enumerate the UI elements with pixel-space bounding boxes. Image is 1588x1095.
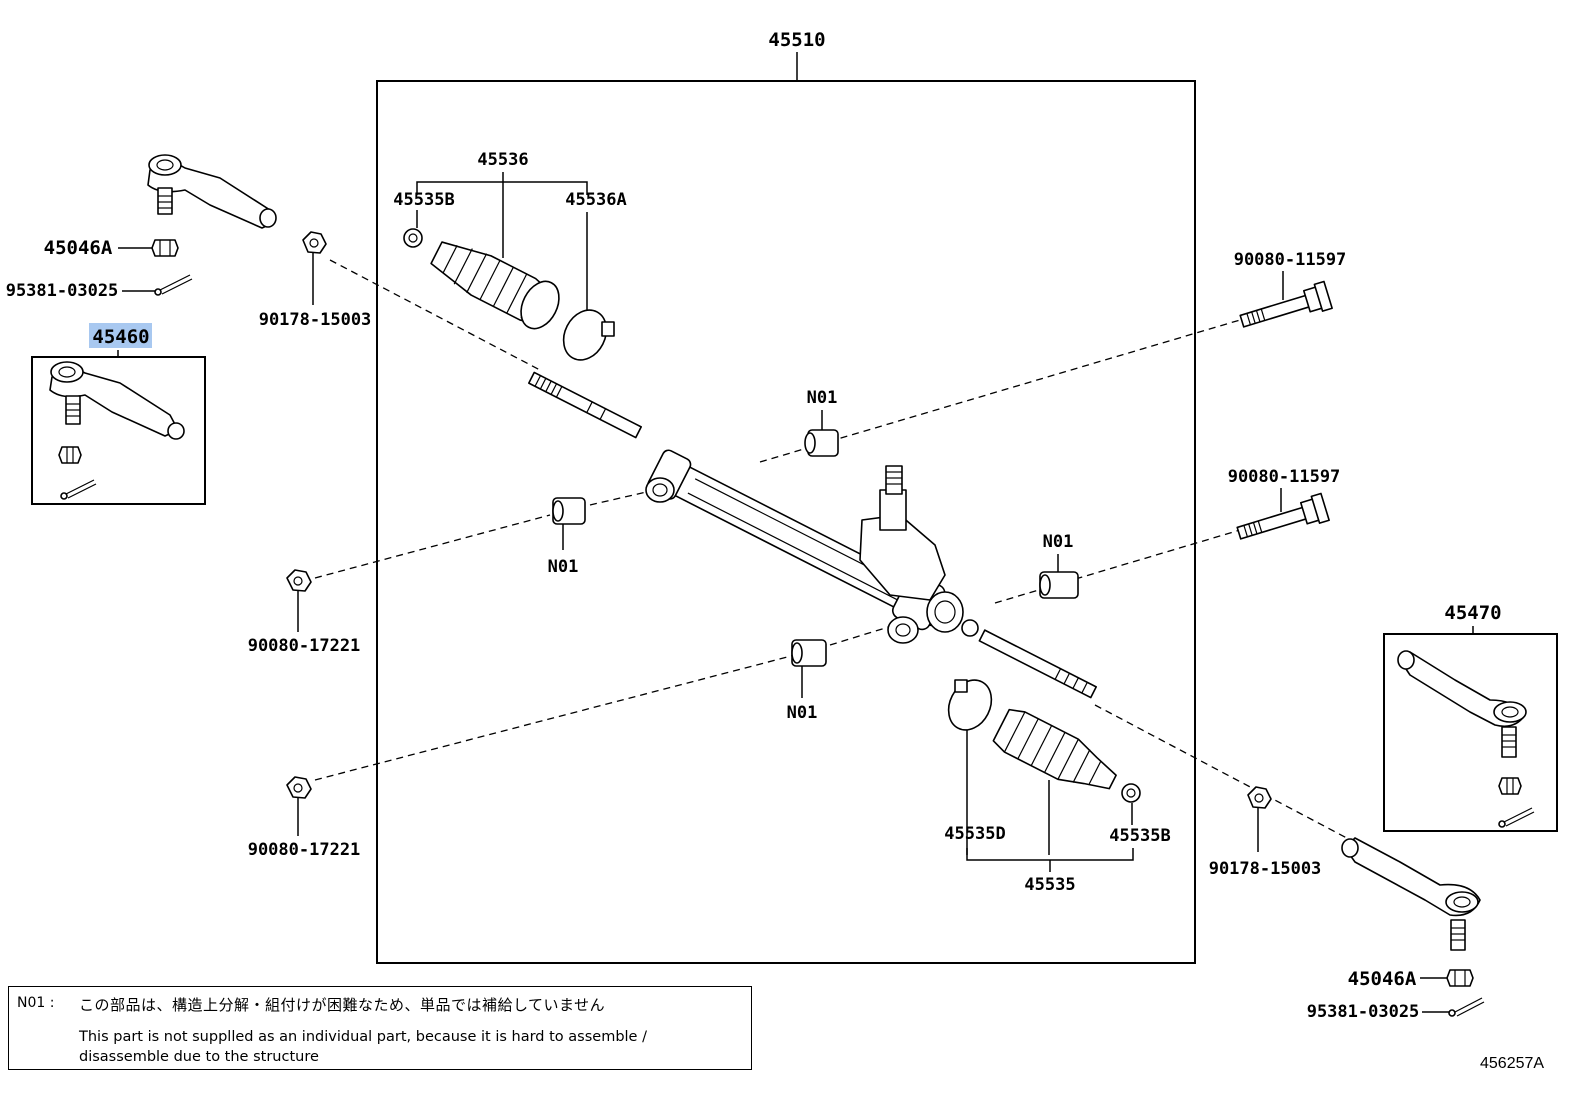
steering-rack-housing bbox=[528, 371, 1097, 699]
boot-set-top bbox=[430, 241, 560, 330]
cotter-pin-left bbox=[154, 274, 193, 296]
clamp-45535b-top bbox=[403, 228, 423, 248]
label-n01-bottom[interactable]: N01 bbox=[787, 703, 818, 723]
tie-rod-end-45470-box bbox=[1383, 633, 1558, 832]
note-japanese: この部品は、構造上分解・組付けが困難なため、単品では補給していません bbox=[79, 996, 606, 1014]
nut-90080-17221-mid bbox=[286, 569, 312, 592]
label-45536[interactable]: 45536 bbox=[477, 150, 528, 170]
label-90080-17221-mid[interactable]: 90080-17221 bbox=[248, 636, 361, 656]
clamp-45535d bbox=[947, 679, 993, 731]
align-line-bolt-mid bbox=[994, 529, 1241, 604]
label-95381-03025-left[interactable]: 95381-03025 bbox=[6, 281, 119, 301]
bolt-90080-11597-top bbox=[1239, 280, 1333, 328]
note-code: N01 : bbox=[17, 995, 55, 1011]
label-90178-15003-right[interactable]: 90178-15003 bbox=[1209, 859, 1322, 879]
align-line-left-tierod bbox=[329, 259, 541, 371]
align-line-nut-low bbox=[314, 654, 796, 781]
align-line-right-tierod bbox=[1094, 704, 1361, 846]
castle-nut-right bbox=[1446, 969, 1474, 987]
tie-rod-end-left-upper bbox=[147, 154, 277, 229]
castle-nut-left bbox=[151, 239, 179, 257]
tie-rod-end-45460 bbox=[49, 361, 185, 500]
tie-rod-end-45470 bbox=[1397, 650, 1535, 828]
label-45535d[interactable]: 45535D bbox=[944, 824, 1005, 844]
label-90080-17221-low[interactable]: 90080-17221 bbox=[248, 840, 361, 860]
bushing-n01-top bbox=[804, 429, 839, 457]
label-45046a-right[interactable]: 45046A bbox=[1348, 968, 1417, 990]
label-90178-15003-left[interactable]: 90178-15003 bbox=[259, 310, 372, 330]
label-n01-top[interactable]: N01 bbox=[807, 388, 838, 408]
bolt-90080-11597-mid bbox=[1236, 492, 1330, 540]
assembly-box bbox=[376, 80, 1196, 964]
tie-rod-end-right-lower bbox=[1341, 837, 1481, 951]
note-english-line1: This part is not supplled as an individu… bbox=[79, 1029, 647, 1045]
bushing-n01-left bbox=[552, 497, 586, 525]
label-45046a-left[interactable]: 45046A bbox=[44, 237, 113, 259]
label-45510[interactable]: 45510 bbox=[768, 29, 825, 51]
label-45535b-bottom[interactable]: 45535B bbox=[1109, 826, 1170, 846]
label-n01-left[interactable]: N01 bbox=[548, 557, 579, 577]
label-45460[interactable]: 45460 bbox=[92, 326, 149, 348]
nut-90080-17221-low bbox=[286, 776, 312, 799]
label-90080-11597-top[interactable]: 90080-11597 bbox=[1234, 250, 1347, 270]
figure-id: 456257A bbox=[1480, 1055, 1545, 1072]
clamp-45536a bbox=[562, 309, 615, 361]
highlight-45460 bbox=[89, 323, 152, 348]
clamp-45535b-bottom bbox=[1121, 783, 1141, 803]
label-95381-03025-right[interactable]: 95381-03025 bbox=[1307, 1002, 1420, 1022]
grease-fitting-left bbox=[302, 231, 327, 254]
cotter-pin-right bbox=[1448, 997, 1485, 1017]
label-45535[interactable]: 45535 bbox=[1024, 875, 1075, 895]
bushing-n01-right bbox=[1039, 571, 1079, 599]
label-45535b-top[interactable]: 45535B bbox=[393, 190, 454, 210]
boot-set-bottom bbox=[992, 708, 1117, 790]
bushing-n01-bottom bbox=[791, 639, 827, 667]
tie-rod-end-45460-box bbox=[31, 356, 206, 505]
n01-note: N01 : この部品は、構造上分解・組付けが困難なため、単品では補給していません… bbox=[8, 986, 752, 1070]
note-english-line2: disassemble due to the structure bbox=[79, 1049, 319, 1065]
align-line-nut-mid bbox=[314, 514, 551, 579]
grease-fitting-right bbox=[1247, 786, 1272, 809]
label-45470[interactable]: 45470 bbox=[1444, 602, 1501, 624]
label-45536a[interactable]: 45536A bbox=[565, 190, 626, 210]
label-90080-11597-mid[interactable]: 90080-11597 bbox=[1228, 467, 1341, 487]
label-n01-right[interactable]: N01 bbox=[1043, 532, 1074, 552]
